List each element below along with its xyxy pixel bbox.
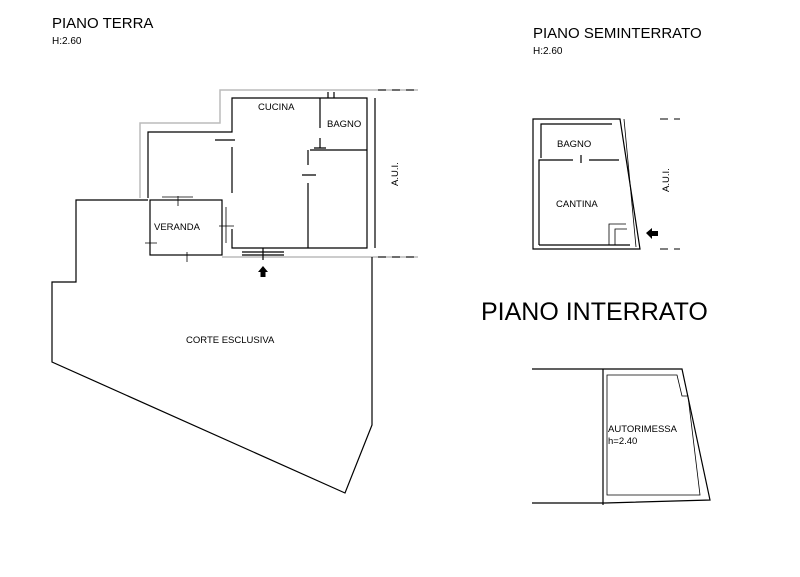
room-label-cellar: CANTINA [556, 199, 598, 210]
semi-basement-title: PIANO SEMINTERRATO [533, 25, 702, 42]
veranda-windows [145, 196, 234, 262]
room-label-bathroom: BAGNO [557, 139, 591, 150]
label-aui: A.U.I. [390, 162, 401, 186]
ground-floor-plan: PIANO TERRA H:2.60 VERANDA CUCINA BAGNO … [51, 15, 418, 494]
basement-title: PIANO INTERRATO [481, 298, 708, 326]
veranda-box [149, 199, 223, 256]
basement-outline [532, 368, 711, 505]
window [327, 92, 335, 98]
interior-walls [302, 98, 367, 248]
ground-floor-height: H:2.60 [52, 36, 82, 47]
entrance-arrow-icon [258, 266, 268, 277]
basement-plan: PIANO INTERRATO AUTORIMESSA h=2.40 [481, 298, 711, 505]
semi-basement-walls [538, 123, 630, 246]
garage-inner-wall [606, 374, 701, 496]
label-aui: A.U.I. [661, 168, 672, 192]
room-label-veranda: VERANDA [154, 222, 201, 233]
kitchen-walls [147, 97, 368, 249]
room-label-bathroom: BAGNO [327, 119, 361, 130]
ground-floor-title: PIANO TERRA [52, 15, 153, 32]
room-label-courtyard: CORTE ESCLUSIVA [186, 335, 275, 346]
room-label-garage: AUTORIMESSA [608, 424, 678, 435]
boundary-dash [378, 89, 418, 258]
boundary-dash [660, 118, 680, 250]
stair [608, 118, 637, 248]
outer-wall [139, 89, 418, 198]
entrance-arrow-icon [646, 228, 658, 239]
semi-basement-height: H:2.60 [533, 46, 563, 57]
semi-basement-plan: PIANO SEMINTERRATO H:2.60 BAGNO CANTINA … [532, 25, 702, 250]
semi-basement-outline [532, 118, 641, 250]
room-label-kitchen: CUCINA [258, 102, 295, 113]
courtyard-boundary [51, 199, 373, 494]
garage-height: h=2.40 [608, 436, 637, 447]
entrance-door [242, 248, 284, 260]
